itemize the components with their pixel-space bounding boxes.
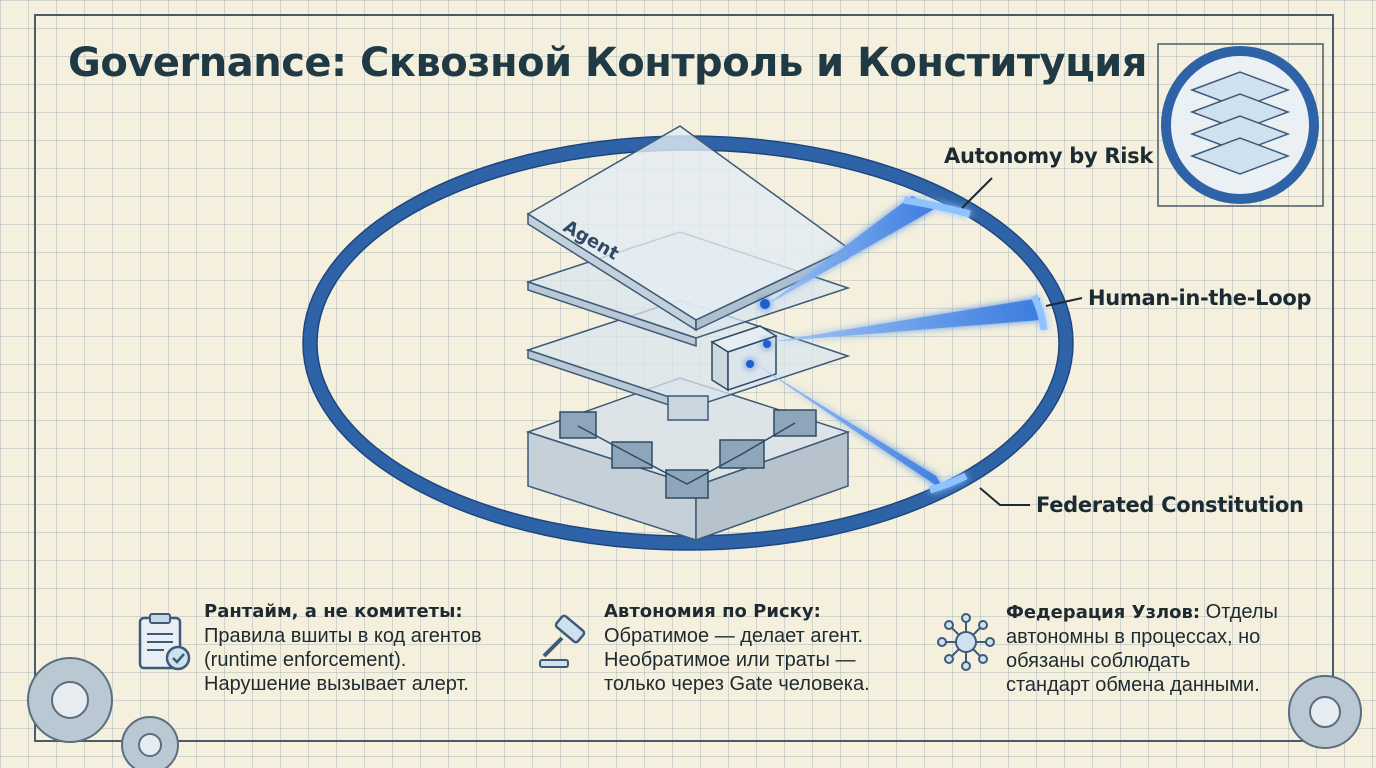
- card-federation: Федерация Узлов: Отделы автономны в проц…: [936, 598, 1316, 730]
- agent-layer: Agent: [526, 125, 850, 332]
- card-autonomy-line-1: Обратимое — делает агент.: [604, 625, 864, 647]
- callout-human-in-the-loop: Human-in-the-Loop: [1088, 286, 1312, 310]
- card-federation-heading-rest: Отделы: [1200, 601, 1278, 623]
- card-autonomy-line-3: только через Gate человека.: [604, 673, 870, 695]
- card-federation-line-1: автономны в процессах, но: [1006, 626, 1261, 648]
- gear-right-icon: [1288, 675, 1362, 749]
- layers-emblem-icon: [1157, 43, 1324, 207]
- card-federation-heading: Федерация Узлов:: [1006, 602, 1201, 623]
- blueprint-frame: [34, 14, 1334, 742]
- callout-autonomy-by-risk: Autonomy by Risk: [944, 144, 1153, 168]
- card-autonomy-heading: Автономия по Риску:: [604, 601, 821, 622]
- card-runtime-line-2: (runtime enforcement).: [204, 649, 407, 671]
- card-autonomy: Автономия по Риску: Обратимое — делает а…: [534, 598, 914, 730]
- card-federation-line-3: стандарт обмена данными.: [1006, 674, 1260, 696]
- clipboard-check-icon: [138, 613, 191, 671]
- card-runtime-line-3: Нарушение вызывает алерт.: [204, 673, 469, 695]
- network-nodes-icon: [937, 613, 995, 671]
- page-title: Governance: Сквозной Контроль и Конститу…: [68, 40, 1148, 86]
- card-runtime: Рантайм, а не комитеты: Правила вшиты в …: [134, 598, 534, 730]
- callout-leaders: [961, 177, 1083, 506]
- callout-federated-constitution: Federated Constitution: [1036, 493, 1304, 517]
- card-runtime-heading: Рантайм, а не комитеты:: [204, 601, 463, 622]
- card-federation-line-2: обязаны соблюдать: [1006, 650, 1191, 672]
- beams: [746, 196, 1048, 494]
- base-plate-layer: [525, 377, 851, 542]
- gavel-icon: [539, 614, 586, 668]
- gear-left-icon: [27, 657, 179, 768]
- middle-layer-2: [525, 299, 851, 421]
- card-autonomy-line-2: Необратимое или траты —: [604, 649, 856, 671]
- card-runtime-line-1: Правила вшиты в код агентов: [204, 625, 482, 647]
